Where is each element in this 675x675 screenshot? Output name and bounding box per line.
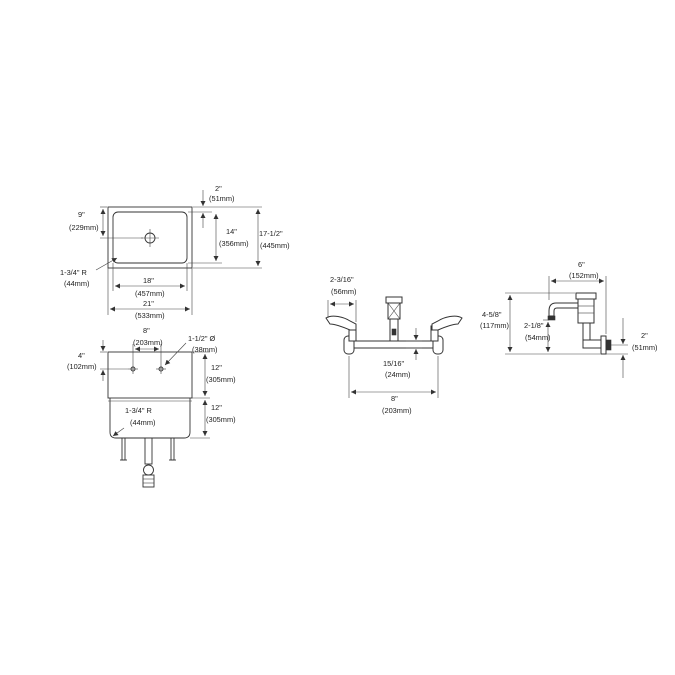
backsplash-outline bbox=[107, 351, 193, 399]
dim-overall-depth-metric: (445mm) bbox=[260, 241, 290, 250]
dim-backsplash-height-imperial: 12" bbox=[211, 363, 222, 372]
handle-left-icon bbox=[325, 315, 357, 331]
sink-top-view: 2" (51mm) 9" (229mm) 14" (356mm) 17-1/2"… bbox=[60, 184, 290, 320]
dim-centers-metric: (203mm) bbox=[382, 406, 412, 415]
dim-hole-diameter-imperial: 1-1/2" Ø bbox=[188, 334, 216, 343]
dim-spout-height-metric: (54mm) bbox=[525, 333, 550, 342]
faucet-body bbox=[346, 340, 440, 349]
dim-depth-offset-imperial: 2" bbox=[215, 184, 222, 193]
dim-hole-height-imperial: 4" bbox=[78, 351, 85, 360]
leg-right bbox=[170, 437, 175, 461]
dim-bowl-height-metric: (305mm) bbox=[206, 415, 236, 424]
sink-rim-outline bbox=[107, 206, 193, 269]
dim-corner-radius-imperial: 1-3/4" R bbox=[60, 268, 87, 277]
dim-overall-height-metric: (117mm) bbox=[480, 321, 509, 330]
dim-centers-imperial: 8" bbox=[391, 394, 398, 403]
dim-spout-reach-metric: (152mm) bbox=[569, 271, 599, 280]
dim-handle-width-metric: (56mm) bbox=[331, 287, 356, 296]
dim-hole-diameter-metric: (38mm) bbox=[192, 345, 217, 354]
vacuum-breaker-cap bbox=[385, 296, 403, 304]
dim-bowl-width-metric: (457mm) bbox=[135, 289, 165, 298]
dim-overall-width-metric: (533mm) bbox=[135, 311, 165, 320]
side-cap bbox=[575, 292, 597, 300]
dim-corner-radius-metric: (44mm) bbox=[64, 279, 89, 288]
sink-bowl-outline bbox=[112, 211, 188, 264]
dim-front-corner-radius-metric: (44mm) bbox=[130, 418, 155, 427]
leg-left bbox=[121, 437, 126, 461]
side-body bbox=[577, 298, 595, 324]
dim-inlet-height-imperial: 2" bbox=[641, 331, 648, 340]
spout-icon bbox=[548, 302, 579, 317]
handle-right-icon bbox=[431, 315, 463, 331]
dim-drain-offset-imperial: 9" bbox=[78, 210, 85, 219]
dim-inlet-height-metric: (51mm) bbox=[632, 343, 657, 352]
wall-flange bbox=[600, 335, 607, 355]
faucet-front-view: 2-3/16" (56mm) 15/16" (24mm) 8" (203mm) bbox=[325, 275, 463, 415]
dim-drain-offset-metric: (229mm) bbox=[69, 223, 99, 232]
drain-trap-icon bbox=[143, 464, 154, 476]
dim-bowl-width-imperial: 18" bbox=[143, 276, 154, 285]
faucet-side-view: 6" (152mm) 4-5/8" (117mm) 2-1/8" (54mm) … bbox=[480, 260, 657, 378]
dim-faucet-centers-metric: (203mm) bbox=[133, 338, 163, 347]
dim-overall-height-imperial: 4-5/8" bbox=[482, 310, 502, 319]
dim-overall-depth-imperial: 17-1/2" bbox=[259, 229, 283, 238]
dim-spout-offset-metric: (24mm) bbox=[385, 370, 410, 379]
dim-spout-height-imperial: 2-1/8" bbox=[524, 321, 544, 330]
drain-pipe bbox=[144, 437, 153, 465]
dim-overall-width-imperial: 21" bbox=[143, 299, 154, 308]
dim-depth-offset-metric: (51mm) bbox=[209, 194, 234, 203]
dim-hole-height-metric: (102mm) bbox=[67, 362, 97, 371]
dim-spout-reach-imperial: 6" bbox=[578, 260, 585, 269]
sink-front-view: 8" (203mm) 1-1/2" Ø (38mm) 4" (102mm) 12… bbox=[67, 326, 236, 488]
dim-spout-offset-imperial: 15/16" bbox=[383, 359, 404, 368]
dim-handle-width-imperial: 2-3/16" bbox=[330, 275, 354, 284]
dim-faucet-centers-imperial: 8" bbox=[143, 326, 150, 335]
dim-bowl-depth-imperial: 14" bbox=[226, 227, 237, 236]
dim-front-corner-radius-imperial: 1-3/4" R bbox=[125, 406, 152, 415]
dim-bowl-depth-metric: (356mm) bbox=[219, 239, 249, 248]
dim-backsplash-height-metric: (305mm) bbox=[206, 375, 236, 384]
dim-bowl-height-imperial: 12" bbox=[211, 403, 222, 412]
